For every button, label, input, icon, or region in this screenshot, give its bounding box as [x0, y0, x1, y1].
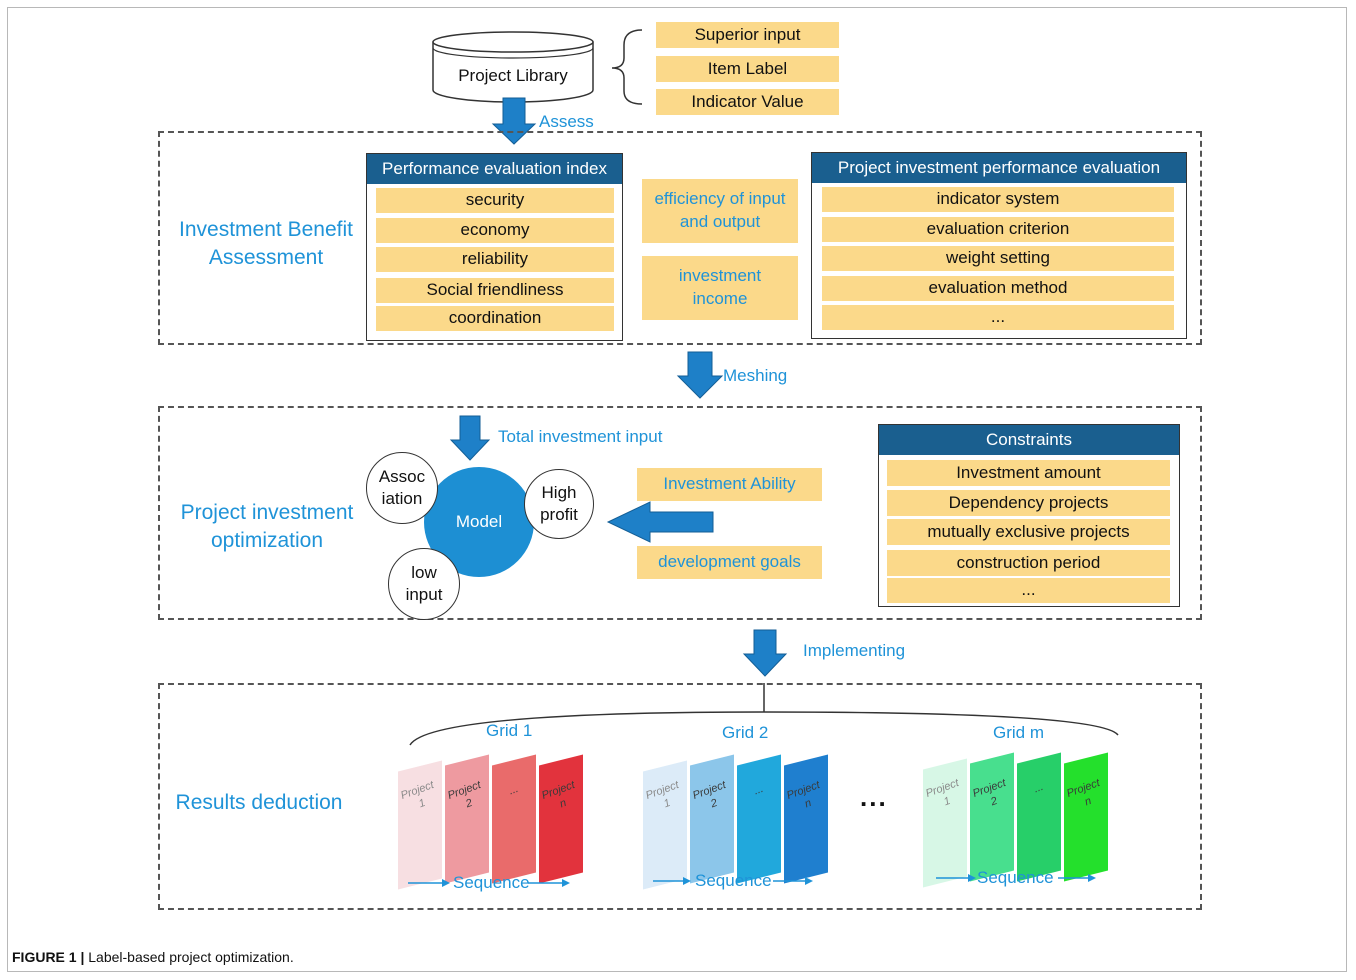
- sequence-text-3: Sequence: [977, 868, 1054, 887]
- index-item-social: Social friendliness: [376, 278, 614, 303]
- sequence-text-2: Sequence: [695, 871, 772, 890]
- total-input-label: Total investment input: [498, 427, 663, 446]
- index-item-coordination: coordination: [376, 306, 614, 331]
- caption-text: Label-based project optimization.: [88, 949, 294, 965]
- index-item-economy: economy: [376, 218, 614, 243]
- efficiency-box: efficiency of input and output: [642, 179, 798, 243]
- project-card-green-2: [970, 752, 1014, 882]
- investment-ability-box: Investment Ability: [637, 468, 822, 501]
- optimization-section-label: Project investment optimization: [180, 501, 354, 553]
- project-card-blue-4: [784, 754, 828, 884]
- project-card-red-2: [445, 754, 489, 884]
- constraint-dependency: Dependency projects: [887, 490, 1170, 516]
- total-input-arrow-icon: [449, 415, 491, 461]
- sequence-row-2: Sequence: [653, 871, 815, 891]
- project-card-red-3: [492, 754, 536, 884]
- library-item-item-label: Item Label: [656, 56, 839, 82]
- results-section-label: Results deduction: [175, 791, 343, 814]
- project-card-red-4: [539, 754, 583, 884]
- high-profit-circle: High profit: [524, 469, 594, 539]
- assessment-section: [158, 131, 1202, 345]
- high-profit-text: High profit: [540, 482, 578, 524]
- assess-label: Assess: [539, 112, 594, 131]
- index-item-reliability: reliability: [376, 247, 614, 272]
- figure-frame: [7, 7, 1347, 972]
- eval-item-criterion: evaluation criterion: [822, 217, 1174, 242]
- evaluation-panel-title: Project investment performance evaluatio…: [812, 153, 1186, 183]
- grid-2-label: Grid 2: [722, 723, 769, 742]
- investment-income-box: investment income: [642, 256, 798, 320]
- project-library-label: Project Library: [458, 66, 568, 85]
- constraints-title: Constraints: [879, 425, 1179, 455]
- figure-caption: FIGURE 1 | Label-based project optimizat…: [12, 949, 294, 965]
- constraint-period: construction period: [887, 550, 1170, 576]
- project-card-blue-3: [737, 754, 781, 884]
- results-section: [158, 683, 1202, 910]
- low-input-circle: low input: [388, 548, 460, 620]
- constraint-investment-amount: Investment amount: [887, 460, 1170, 486]
- eval-item-method: evaluation method: [822, 276, 1174, 301]
- eval-item-weight: weight setting: [822, 246, 1174, 271]
- library-item-indicator-value: Indicator Value: [656, 89, 839, 115]
- project-card-green-4: [1064, 752, 1108, 882]
- optimization-section: [158, 406, 1202, 620]
- project-card-blue-2: [690, 754, 734, 884]
- sequence-text-1: Sequence: [453, 873, 530, 892]
- brace-library: [611, 29, 643, 105]
- low-input-text: low input: [405, 562, 443, 604]
- database-icon: [432, 31, 594, 103]
- grid-1-label: Grid 1: [486, 721, 533, 740]
- implementing-arrow-icon: [742, 629, 788, 677]
- assessment-section-label: Investment Benefit Assessment: [179, 218, 353, 270]
- caption-label: FIGURE 1 |: [12, 949, 85, 965]
- left-arrow-icon: [606, 501, 714, 543]
- implementing-label: Implementing: [803, 641, 906, 660]
- association-text: Association: [378, 466, 426, 508]
- development-goals-box: development goals: [637, 546, 822, 579]
- performance-index-title: Performance evaluation index: [367, 154, 622, 184]
- meshing-label: Meshing: [723, 366, 788, 385]
- results-curve: [409, 711, 1119, 746]
- library-item-superior-input: Superior input: [656, 22, 839, 48]
- project-card-green-3: [1017, 752, 1061, 882]
- meshing-arrow-icon: [676, 351, 724, 399]
- index-item-security: security: [376, 188, 614, 213]
- eval-item-indicator-system: indicator system: [822, 187, 1174, 212]
- results-ellipsis: ...: [860, 782, 888, 812]
- eval-item-more: ...: [822, 305, 1174, 330]
- grid-m-label: Grid m: [993, 723, 1044, 742]
- constraint-exclusive: mutually exclusive projects: [887, 519, 1170, 545]
- sequence-row-3: Sequence: [936, 868, 1098, 888]
- sequence-row-1: Sequence: [408, 873, 570, 893]
- constraint-more: ...: [887, 578, 1170, 603]
- association-circle: Association: [366, 452, 438, 524]
